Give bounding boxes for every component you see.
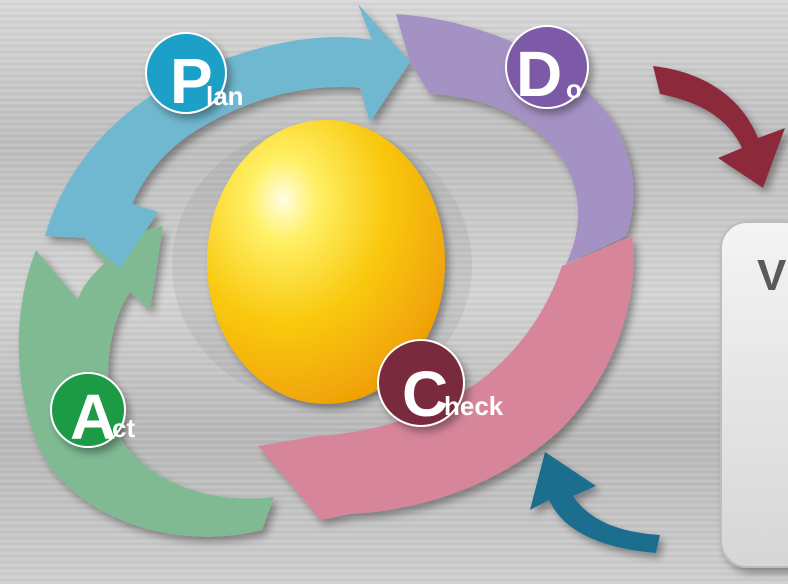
plan-rest: lan [206,81,244,111]
do-initial: D [516,38,562,110]
plan-initial: P [170,45,213,117]
bottom-curved-arrow [530,452,660,553]
act-badge: A ct [50,372,135,453]
act-segment [18,226,274,537]
top-right-curved-arrow [653,66,785,188]
check-badge: C heck [377,339,504,430]
plan-badge: P lan [145,32,244,117]
act-initial: A [70,381,116,453]
text-panel [720,221,788,568]
check-segment [258,236,634,520]
do-badge: D o [505,25,589,110]
plan-segment [45,4,410,268]
center-sphere [207,120,445,404]
do-segment [396,14,634,264]
panel-letter: V [757,251,787,300]
act-rest: ct [112,413,135,443]
check-initial: C [402,358,448,430]
check-rest: heck [444,391,504,421]
do-rest: o [566,74,582,104]
